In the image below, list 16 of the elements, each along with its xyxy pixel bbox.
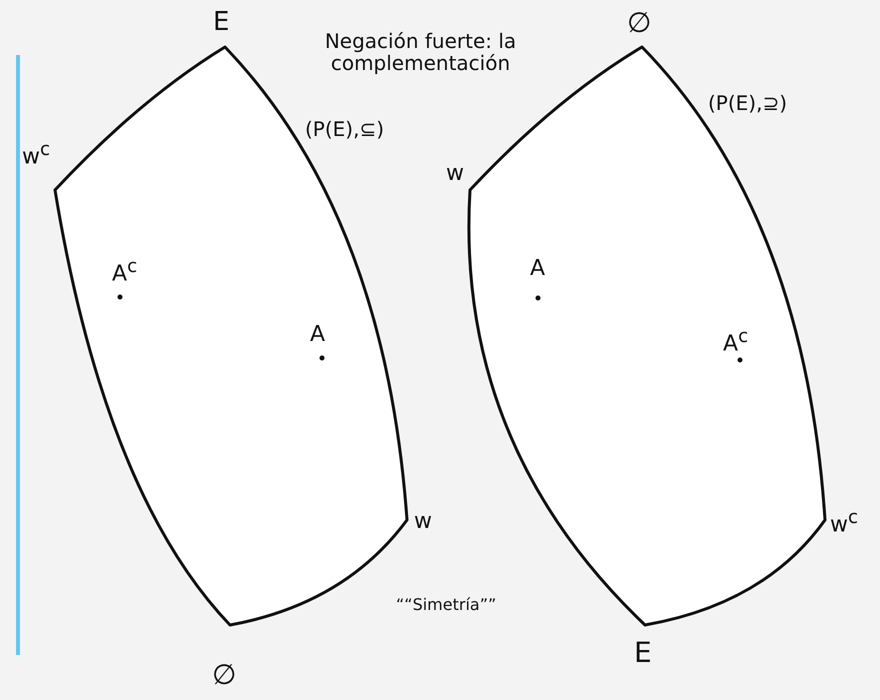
vertex-label: E	[213, 8, 230, 37]
vertex-label: w$^{c}$	[830, 508, 858, 538]
heading-note: Negación fuerte: la complementación	[324, 30, 518, 74]
lattice-notation: (P(E),⊆)	[305, 118, 384, 140]
set-label: A	[310, 322, 326, 347]
note-text: ““Simetría””	[396, 596, 496, 614]
vertex-label: ∅	[212, 660, 236, 691]
lattice-notation: (P(E),⊇)	[708, 92, 788, 114]
set-label: A$^{c}$	[112, 256, 138, 286]
vertex-label: w	[414, 510, 432, 534]
set-label: A	[530, 256, 546, 281]
set-label: A$^{c}$	[723, 326, 748, 356]
vertex-label: w$^{c}$	[22, 140, 50, 170]
vertex-label: ∅	[627, 8, 652, 39]
vertex-label: w	[446, 162, 464, 186]
vertex-label: E	[634, 638, 652, 669]
